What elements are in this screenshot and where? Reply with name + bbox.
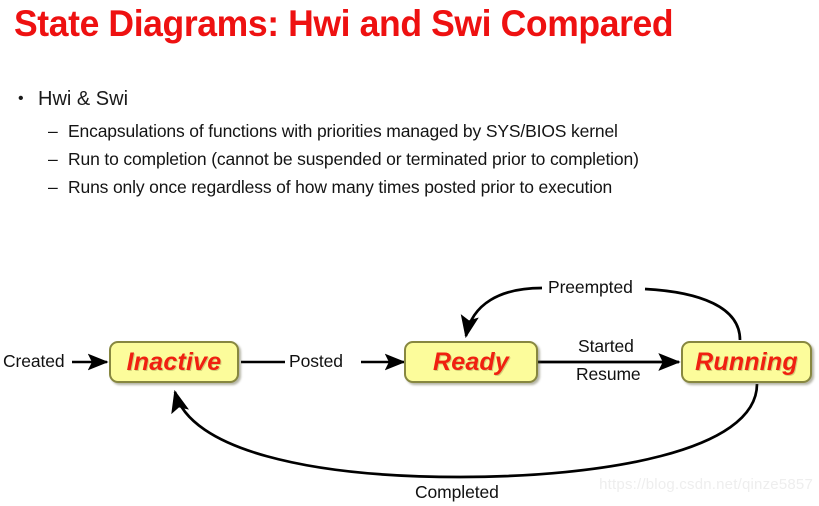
bullet-item-run-to-completion: – Run to completion (cannot be suspended… — [0, 147, 819, 172]
edge-preempted-left — [460, 286, 543, 339]
bullet-level2-label: Run to completion (cannot be suspended o… — [68, 149, 639, 169]
state-box-running[interactable]: Running — [681, 341, 812, 383]
state-label-ready: Ready — [432, 347, 510, 376]
bullet-item-runs-only-once: – Runs only once regardless of how many … — [0, 175, 819, 200]
edge-preempted-right — [644, 287, 742, 341]
bullet-level2-label: Runs only once regardless of how many ti… — [68, 177, 613, 197]
dash-marker-icon: – — [48, 149, 58, 169]
edge-label-resume: Resume — [576, 364, 641, 384]
dash-marker-icon: – — [48, 121, 58, 141]
dash-marker-icon: – — [48, 177, 58, 197]
edge-label-preempted: Preempted — [548, 277, 633, 297]
edge-label-completed: Completed — [415, 482, 499, 502]
edge-label-posted: Posted — [289, 351, 343, 371]
state-box-ready[interactable]: Ready — [404, 341, 538, 383]
bullet-item-level1: • Hwi & Swi — [0, 86, 819, 112]
state-box-inactive[interactable]: Inactive — [109, 341, 239, 383]
bullet-marker-icon: • — [18, 90, 24, 107]
bullet-level1-label: Hwi & Swi — [38, 88, 129, 110]
edge-label-started: Started — [578, 336, 634, 356]
state-diagram-edges — [72, 286, 759, 479]
edge-completed — [171, 383, 759, 479]
state-diagram: Inactive Ready Running Created Posted St… — [0, 252, 819, 506]
watermark-text: https://blog.csdn.net/qinze5857 — [599, 476, 813, 493]
state-label-inactive: Inactive — [126, 347, 222, 376]
bullet-list: • Hwi & Swi – Encapsulations of function… — [0, 86, 819, 203]
page-title: State Diagrams: Hwi and Swi Compared — [14, 3, 674, 44]
bullet-level2-label: Encapsulations of functions with priorit… — [68, 121, 618, 141]
edge-label-created: Created — [3, 351, 65, 371]
state-label-running: Running — [695, 347, 798, 376]
bullet-item-encapsulations: – Encapsulations of functions with prior… — [0, 119, 819, 144]
